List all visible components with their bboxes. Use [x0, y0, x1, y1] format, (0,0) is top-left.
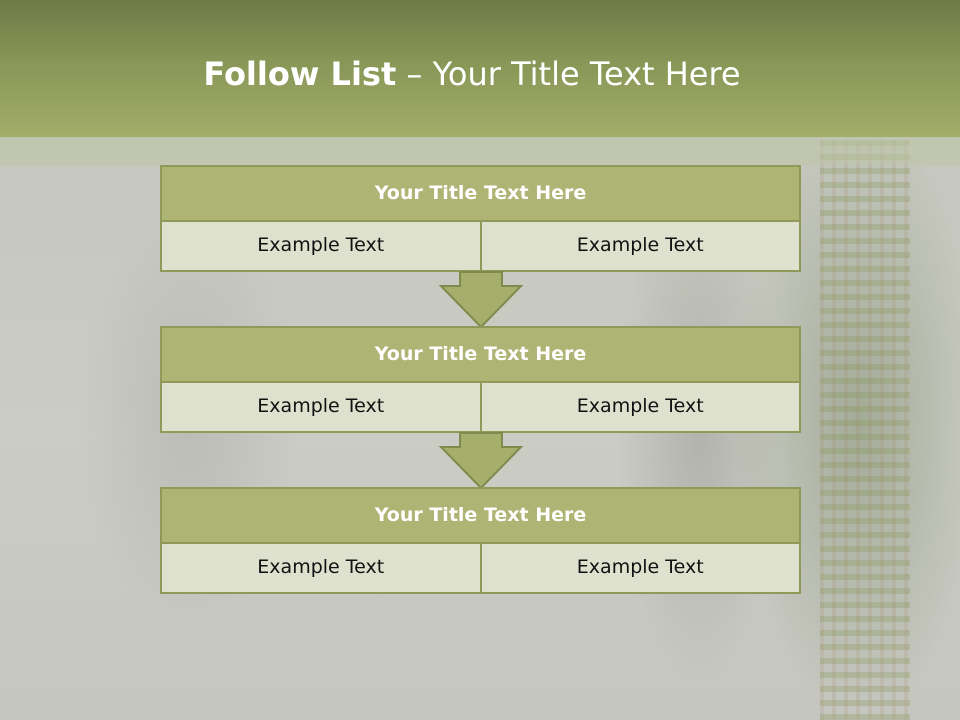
title-bar — [0, 0, 960, 137]
step-title-3: Your Title Text Here — [160, 487, 801, 544]
slide-title-bold: Follow List — [203, 55, 397, 93]
step-block-2: Your Title Text Here Example Text Exampl… — [160, 326, 801, 433]
title-bar-strip — [0, 137, 960, 165]
down-arrow-icon — [438, 432, 524, 490]
background-bead-curtain — [820, 140, 910, 720]
step-3-left-text: Example Text — [257, 556, 385, 578]
step-2-right-text: Example Text — [479, 383, 800, 431]
down-arrow-icon — [438, 271, 524, 329]
step-title-1: Your Title Text Here — [160, 165, 801, 222]
slide-title: Follow List – Your Title Text Here — [0, 52, 944, 96]
slide-title-rest: Your Title Text Here — [432, 55, 741, 93]
step-title-2: Your Title Text Here — [160, 326, 801, 383]
step-block-3: Your Title Text Here Example Text Exampl… — [160, 487, 801, 594]
step-row-1: Example Text Example Text — [160, 222, 801, 272]
step-block-1: Your Title Text Here Example Text Exampl… — [160, 165, 801, 272]
step-row-2: Example Text Example Text — [160, 383, 801, 433]
step-2-left-text: Example Text — [257, 395, 385, 417]
step-row-3: Example Text Example Text — [160, 544, 801, 594]
step-3-right-text: Example Text — [479, 544, 800, 592]
step-1-right-text: Example Text — [479, 222, 800, 270]
step-1-left-text: Example Text — [257, 234, 385, 256]
slide-title-separator: – — [396, 55, 433, 93]
